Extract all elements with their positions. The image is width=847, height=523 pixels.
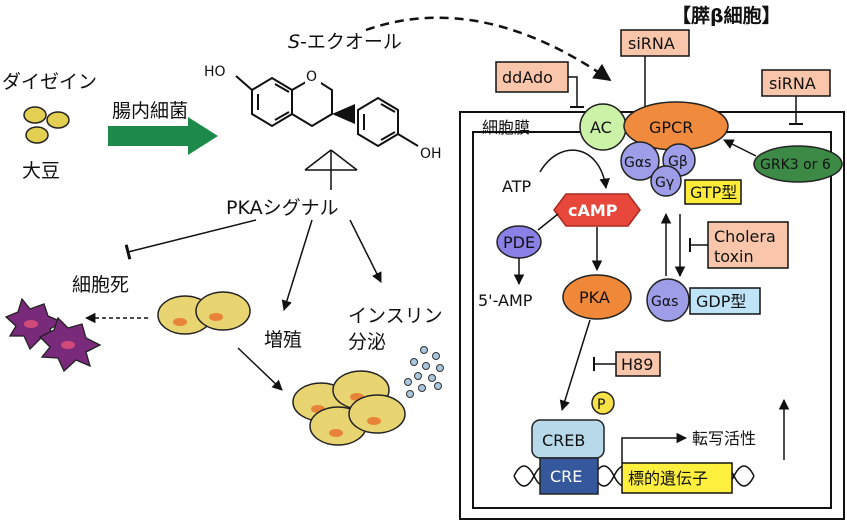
soybean-3 xyxy=(25,126,49,144)
g-gamma-label: Gγ xyxy=(655,175,674,191)
pde-label: PDE xyxy=(503,233,535,252)
pka-signal-label: PKAシグナル xyxy=(226,197,339,219)
sirna-label-2: siRNA xyxy=(769,74,816,93)
atp-label: ATP xyxy=(502,177,531,196)
equol-label: S-エクオール xyxy=(288,31,402,53)
h89-label: H89 xyxy=(621,355,653,374)
g-beta-label: Gβ xyxy=(668,154,688,170)
pka-signal-branches xyxy=(124,149,382,312)
sirna-box-2 xyxy=(761,69,831,97)
pka-to-creb-arrow xyxy=(559,319,591,412)
ac-label: AC xyxy=(590,118,612,137)
cell-death-label: 細胞死 xyxy=(72,274,129,296)
beta-cells-pair xyxy=(157,291,251,335)
cholera-label-line2: toxin xyxy=(714,247,754,266)
equol-to-gpcr-arrow xyxy=(365,16,612,82)
transcription-arrow xyxy=(621,432,688,463)
equol-oh-label: OH xyxy=(420,146,442,162)
insulin-label-line2: 分泌 xyxy=(348,331,386,353)
target-gene-box xyxy=(621,462,733,494)
arrow-insulin xyxy=(349,219,382,283)
phospho-label: P xyxy=(597,397,605,413)
grk-ellipse xyxy=(753,145,843,183)
equol-ring-c xyxy=(291,76,333,128)
grk-to-gpcr-arrow xyxy=(723,139,757,157)
arrow-proliferation xyxy=(281,219,313,312)
beta-cells-cluster xyxy=(292,370,406,446)
pka-label: PKA xyxy=(579,288,610,307)
atp-to-camp-arrow xyxy=(539,149,610,190)
g-alpha-s-label: Gαs xyxy=(624,155,651,171)
soybeans xyxy=(23,106,70,144)
creb-label: CREB xyxy=(542,431,585,450)
g-alpha-s-gdp-label: Gαs xyxy=(651,294,678,310)
g-gamma-circle xyxy=(650,165,682,197)
membrane-label: 細胞膜 xyxy=(482,118,530,137)
ddado-box xyxy=(495,61,569,93)
gtp-label: GTP型 xyxy=(690,183,737,202)
camp-hexagon xyxy=(553,193,641,227)
target-gene-label: 標的遺伝子 xyxy=(628,469,708,488)
dead-cells xyxy=(4,297,102,373)
ddado-label: ddAdo xyxy=(502,68,553,87)
proliferation-label: 増殖 xyxy=(264,329,302,351)
amp-label: 5'-AMP xyxy=(478,291,533,310)
cre-box xyxy=(539,457,599,495)
g-alpha-s-circle xyxy=(620,141,660,181)
soybean-label: 大豆 xyxy=(22,160,60,182)
soybean-2 xyxy=(46,111,70,129)
gut-bacteria-label: 腸内細菌 xyxy=(112,100,188,122)
cre-label: CRE xyxy=(550,467,582,486)
daidzein-label: ダイゼイン xyxy=(2,71,97,93)
transcription-label: 転写活性 xyxy=(692,429,756,448)
phospho-circle xyxy=(591,391,615,415)
inhibit-cell-death xyxy=(124,219,257,260)
sirna-box-1 xyxy=(620,29,690,57)
equol-ring-b xyxy=(357,96,399,148)
sirna-label-1: siRNA xyxy=(628,34,675,53)
equol-ho-label: HO xyxy=(204,64,226,80)
panel-title: 【膵β細胞】 xyxy=(672,4,781,27)
arrow-to-cluster xyxy=(237,347,283,391)
cholera-label-line1: Cholera xyxy=(714,227,776,246)
camp-label: cAMP xyxy=(568,201,618,220)
pka-ellipse xyxy=(562,274,632,320)
g-alpha-s-gdp-circle xyxy=(646,278,690,322)
insulin-granules xyxy=(404,346,444,398)
equol-o-atom: O xyxy=(306,69,317,85)
gpcr-label: GPCR xyxy=(649,118,693,137)
soybean-1 xyxy=(23,106,47,124)
equol-structure xyxy=(235,75,419,148)
equol-stereo-wedge xyxy=(332,104,355,124)
gdp-label: GDP型 xyxy=(696,292,746,311)
cholera-box xyxy=(707,221,789,269)
insulin-label-line1: インスリン xyxy=(348,305,443,327)
grk-label: GRK3 or 6 xyxy=(760,157,831,173)
conversion-arrow xyxy=(108,117,218,155)
gdp-box xyxy=(689,287,761,315)
gtp-box xyxy=(684,179,742,205)
